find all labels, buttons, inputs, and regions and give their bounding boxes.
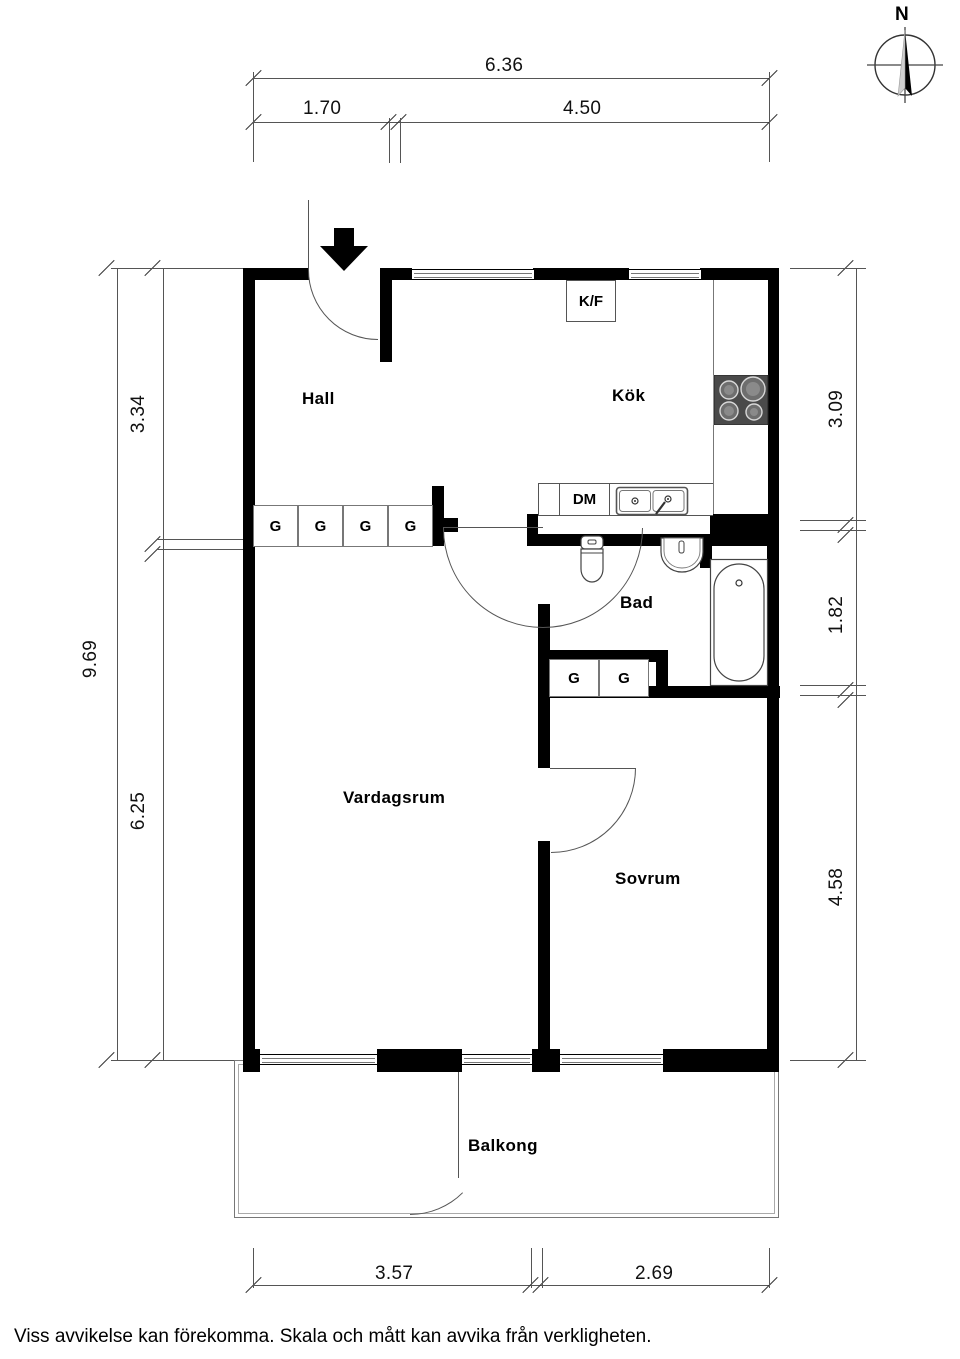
stove-icon <box>713 374 769 426</box>
closet-bath-2: G <box>599 659 649 697</box>
fridge-freezer-unit: K/F <box>566 280 616 322</box>
kitchen-sink-icon <box>615 486 689 516</box>
interior-wall-bath-closets-right <box>656 650 668 696</box>
kitchen-counter-right-lower <box>713 425 768 514</box>
window-bedroom <box>559 1054 664 1065</box>
dim-left-overall-line <box>117 268 118 1060</box>
dim-ext-line <box>111 1060 246 1061</box>
room-label-balkong: Balkong <box>468 1136 538 1155</box>
dim-ext-line <box>800 530 866 531</box>
dim-right-seg-2-value: 1.82 <box>826 595 848 635</box>
closet-hall-3: G <box>343 505 388 547</box>
bedroom-door-leaf <box>550 768 636 769</box>
dim-left-overall-value: 9.69 <box>80 639 102 679</box>
dim-ext-line <box>800 685 866 686</box>
dim-left-segment-line <box>163 268 164 1060</box>
exterior-wall-top-left <box>243 268 309 280</box>
dim-ext-line <box>389 118 390 163</box>
closet-hall-1: G <box>253 505 298 547</box>
window-livingroom <box>259 1054 378 1065</box>
exterior-wall-top-right <box>700 268 779 280</box>
dim-bottom-seg-1-value: 3.57 <box>375 1263 414 1284</box>
bathroom-door-leaf <box>443 527 543 528</box>
closet-bath-1: G <box>549 659 599 697</box>
dim-ext-line <box>790 1060 866 1061</box>
window-kitchen-left <box>411 269 535 280</box>
dim-ext-line <box>157 549 247 550</box>
closet-hall-2: G <box>298 505 343 547</box>
washbasin-icon <box>660 537 704 575</box>
room-label-bad: Bad <box>620 593 654 612</box>
exterior-wall-right <box>767 268 779 1072</box>
dim-ext-line <box>542 1248 543 1288</box>
dim-bottom-seg-2-value: 2.69 <box>635 1263 674 1284</box>
exterior-wall-bottom-a <box>243 1049 260 1072</box>
entrance-arrow-icon <box>318 228 370 272</box>
dim-top-seg-2-value: 4.50 <box>563 98 602 119</box>
dim-ext-line <box>253 72 254 162</box>
dim-ext-line <box>769 72 770 162</box>
dim-right-seg-1-value: 3.09 <box>826 389 848 429</box>
dim-ext-line <box>769 1248 770 1288</box>
bathtub-icon <box>709 558 769 687</box>
balcony-door-leaf <box>458 1066 459 1178</box>
compass-rose-icon: N <box>855 4 955 103</box>
dim-ext-line <box>253 1248 254 1288</box>
dim-top-seg-1-value: 1.70 <box>303 98 342 119</box>
dim-top-overall-line <box>253 78 769 79</box>
balcony-area <box>234 1060 779 1218</box>
disclaimer-caption: Viss avvikelse kan förekomma. Skala och … <box>14 1326 652 1347</box>
dim-ext-line <box>800 695 866 696</box>
dim-ext-line <box>531 1248 532 1288</box>
dim-ext-line <box>111 268 246 269</box>
interior-wall-bedroom-living <box>538 841 550 1061</box>
window-kitchen-right <box>628 269 702 280</box>
room-label-sovrum: Sovrum <box>615 869 681 888</box>
dim-right-line <box>856 268 857 1060</box>
room-label-hall: Hall <box>302 389 335 408</box>
dim-top-segment-line <box>253 122 769 123</box>
exterior-wall-top-b <box>533 268 629 280</box>
dishwasher-unit: DM <box>559 483 610 516</box>
interior-wall-kitchen-corner <box>710 514 768 546</box>
compass-north-label: N <box>895 4 909 25</box>
exterior-wall-left <box>243 268 255 1072</box>
dim-right-seg-3-value: 4.58 <box>826 867 848 907</box>
closet-hall-4: G <box>388 505 433 547</box>
exterior-wall-bottom-d <box>663 1049 779 1072</box>
interior-wall-hall-kitchen <box>380 268 392 362</box>
window-balcony-door <box>461 1054 533 1065</box>
dim-ext-line <box>800 520 866 521</box>
dim-ext-line <box>400 118 401 163</box>
dim-left-seg-2-value: 6.25 <box>128 791 150 831</box>
dim-bottom-line <box>253 1285 769 1286</box>
dim-ext-line <box>790 268 866 269</box>
room-label-vardagsrum: Vardagsrum <box>343 788 446 807</box>
interior-wall-closet-end <box>432 486 444 546</box>
room-label-kok: Kök <box>612 386 646 405</box>
kitchen-counter-right-upper <box>713 280 768 375</box>
bathroom-door-swing-arc <box>443 528 643 628</box>
dim-ext-line <box>157 539 247 540</box>
dim-left-seg-1-value: 3.34 <box>128 394 150 434</box>
exterior-wall-bottom-b <box>377 1049 462 1072</box>
entry-door-leaf <box>308 200 309 270</box>
dim-top-overall-value: 6.36 <box>485 55 524 76</box>
